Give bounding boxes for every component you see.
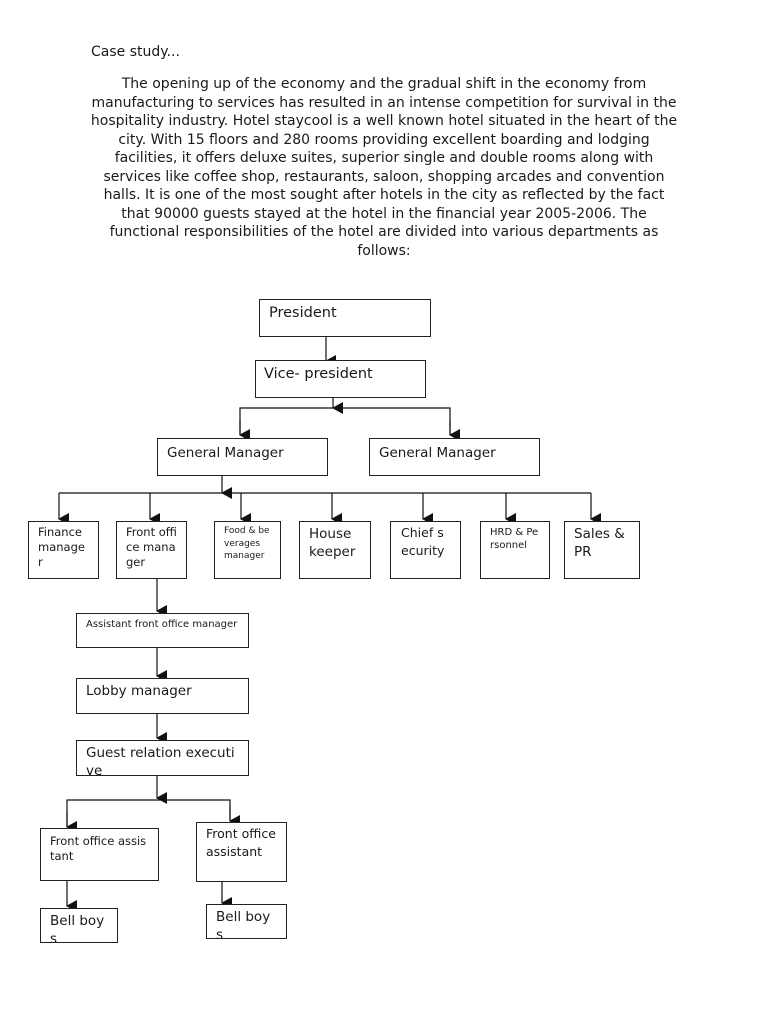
front-office-assistant-box-1: Front office assistant — [40, 828, 159, 881]
bell-boys-box-2: Bell boys — [206, 904, 287, 939]
lobby-manager-box: Lobby manager — [76, 678, 249, 714]
food-beverages-manager-box: Food & beverages manager — [214, 521, 281, 579]
case-study-heading: Case study... — [91, 44, 180, 60]
bell-boys-box-1: Bell boys — [40, 908, 118, 943]
hrd-personnel-box: HRD & Personnel — [480, 521, 550, 579]
sales-pr-box: Sales & PR — [564, 521, 640, 579]
house-keeper-box: House keeper — [299, 521, 371, 579]
front-office-manager-box: Front office manager — [116, 521, 187, 579]
case-study-paragraph: The opening up of the economy and the gr… — [90, 76, 678, 259]
front-office-assistant-box-2: Front office assistant — [196, 822, 287, 882]
vice-president-box: Vice- president — [255, 360, 426, 398]
connector-vp-to-gms — [239, 407, 451, 435]
guest-relation-executive-box: Guest relation executive — [76, 740, 249, 776]
assistant-front-office-manager-box: Assistant front office manager — [76, 613, 249, 648]
president-box: President — [259, 299, 431, 337]
chief-security-box: Chief security — [390, 521, 461, 579]
general-manager-box-1: General Manager — [157, 438, 328, 476]
general-manager-box-2: General Manager — [369, 438, 540, 476]
finance-manager-box: Finance manager — [28, 521, 99, 579]
